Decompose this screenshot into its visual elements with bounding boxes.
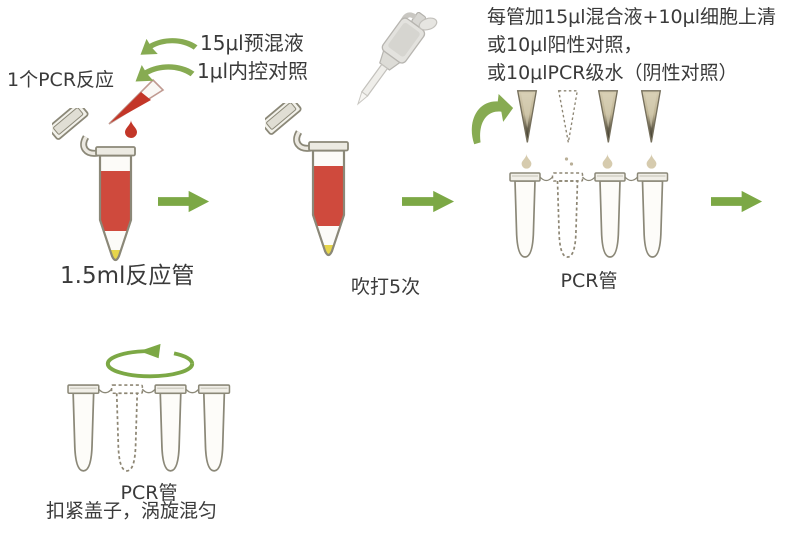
droplet-icon bbox=[645, 153, 658, 170]
step4-instruction: 扣紧盖子，涡旋混匀 bbox=[46, 500, 218, 522]
droplet-dashed-icon bbox=[564, 157, 574, 166]
step3-instruction-line2: 或10μl阳性对照， bbox=[487, 34, 643, 56]
droplet-icon bbox=[601, 153, 614, 170]
microcentrifuge-tube-icon bbox=[265, 103, 350, 263]
dropper-icon bbox=[108, 78, 165, 138]
flow-arrow-icon bbox=[402, 189, 455, 214]
step3-instructions: 每管加15μl混合液+10μl细胞上清 或10μl阳性对照， 或10μlPCR级… bbox=[487, 3, 776, 87]
flow-arrow-icon bbox=[711, 189, 763, 214]
step3-instruction-line3: 或10μlPCR级水（阴性对照） bbox=[487, 62, 738, 84]
pipette-tip-icon bbox=[597, 86, 619, 148]
pcr-tube-strip-icon bbox=[67, 382, 231, 479]
step3-tube-caption: PCR管 bbox=[560, 270, 618, 292]
step4-tube-caption: PCR管 bbox=[120, 482, 178, 504]
dispense-arrow-icon bbox=[471, 94, 514, 145]
pipette-tip-dashed-icon bbox=[557, 86, 579, 148]
vortex-arrow-icon bbox=[105, 343, 195, 379]
step1-control-label: 1μl内控对照 bbox=[197, 59, 309, 83]
pipette-tip-icon bbox=[640, 86, 662, 148]
flow-arrow-icon bbox=[158, 189, 210, 214]
pcr-tube-strip-icon bbox=[509, 170, 669, 265]
droplet-icon bbox=[520, 153, 533, 170]
step1-premix-label: 15μl预混液 bbox=[200, 31, 304, 55]
step3-instruction-line1: 每管加15μl混合液+10μl细胞上清 bbox=[487, 6, 777, 28]
step2-caption: 吹打5次 bbox=[351, 276, 421, 298]
pipette-tip-icon bbox=[516, 86, 538, 148]
micropipette-icon bbox=[356, 12, 438, 106]
add-control-arrow-icon bbox=[134, 62, 196, 86]
step1-tube-caption: 1.5ml反应管 bbox=[60, 263, 195, 289]
microcentrifuge-tube-icon bbox=[52, 108, 137, 268]
add-premix-arrow-icon bbox=[139, 36, 199, 59]
step1-annotation: 1个PCR反应 bbox=[7, 69, 115, 91]
